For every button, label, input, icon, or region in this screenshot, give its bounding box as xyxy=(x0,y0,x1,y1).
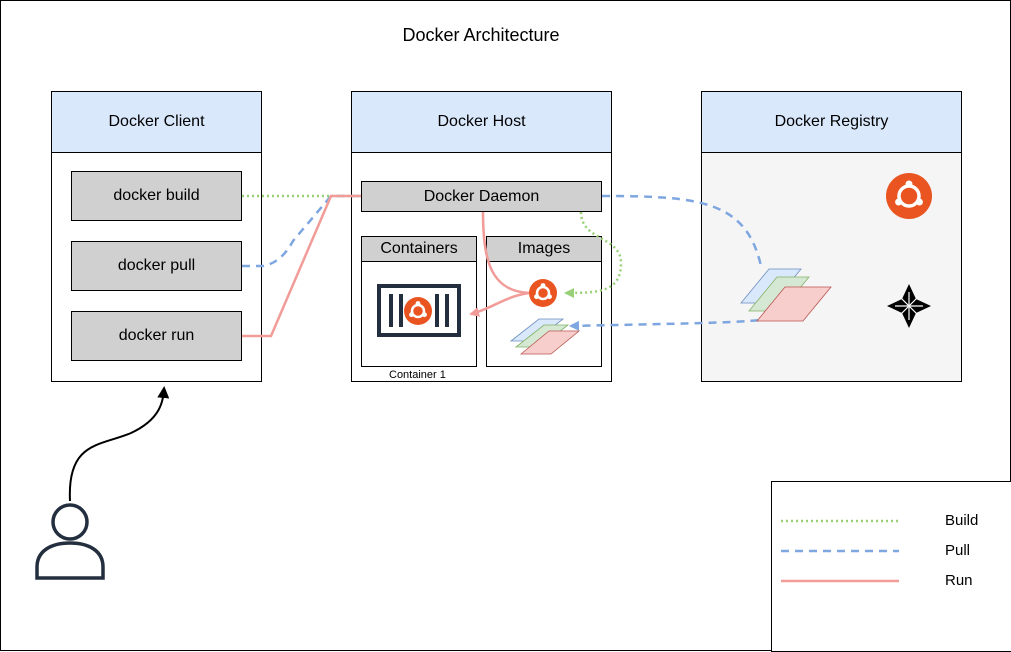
docker-build-box[interactable]: docker build xyxy=(71,171,242,221)
diagram-title: Docker Architecture xyxy=(402,25,560,45)
containers-header: Containers xyxy=(362,237,476,262)
images-header: Images xyxy=(487,237,601,262)
docker-client-header: Docker Client xyxy=(52,92,261,153)
docker-daemon-box[interactable]: Docker Daemon xyxy=(361,181,602,212)
legend: Build Pull Run xyxy=(771,481,1011,652)
docker-pull-box[interactable]: docker pull xyxy=(71,241,242,291)
container-caption: Container 1 xyxy=(389,369,446,381)
containers-panel: Containers xyxy=(361,236,477,367)
docker-registry-panel: Docker Registry xyxy=(701,91,962,382)
user-client-arrow xyxy=(68,386,170,502)
legend-run-label: Run xyxy=(945,572,973,589)
registry-body xyxy=(702,152,961,381)
user-icon xyxy=(35,503,105,580)
images-panel: Images xyxy=(486,236,602,367)
docker-host-header: Docker Host xyxy=(352,92,611,153)
legend-build-label: Build xyxy=(945,512,979,529)
docker-run-box[interactable]: docker run xyxy=(71,311,242,361)
docker-registry-header: Docker Registry xyxy=(702,92,961,153)
legend-pull-label: Pull xyxy=(945,542,971,559)
